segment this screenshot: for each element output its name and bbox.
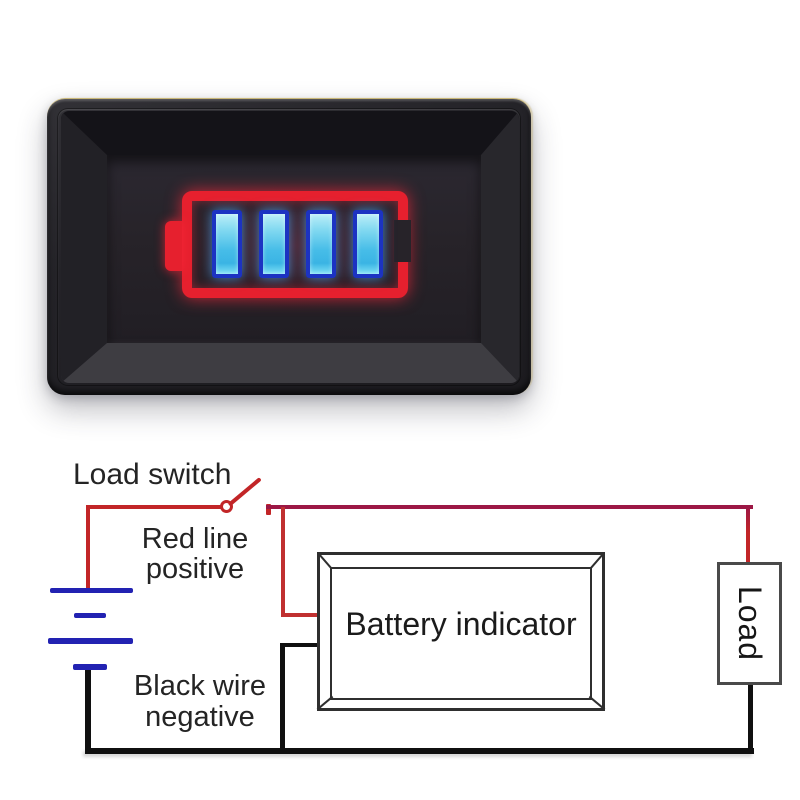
battery-indicator-label: Battery indicator [345, 606, 577, 642]
positive-wire-to-indicator-vertical [281, 507, 285, 617]
positive-wire-to-indicator-horizontal [281, 613, 319, 617]
load-box: Load [717, 562, 782, 685]
negative-wire-indicator-vertical [280, 645, 285, 752]
black-wire-label-line1: Black wire [133, 670, 267, 702]
battery-bar [259, 210, 289, 278]
black-wire-label-line2: negative [145, 701, 255, 733]
battery-indicator-box-inner [330, 567, 592, 700]
battery-level-bars [212, 210, 383, 278]
load-label: Load [732, 585, 768, 662]
battery-icon-right-gap [394, 220, 411, 262]
bezel-bevel [61, 111, 519, 383]
negative-wire-load-vertical [748, 684, 753, 752]
battery-plate-long-2 [48, 638, 133, 644]
red-line-positive-label: Red line positive [115, 524, 275, 584]
battery-terminal-icon [165, 221, 182, 271]
battery-plate-short-2 [73, 664, 107, 670]
positive-wire-top-horizontal [266, 505, 753, 509]
positive-wire-to-load [746, 507, 750, 564]
red-line-label-line1: Red line [141, 523, 249, 555]
load-switch-label: Load switch [73, 458, 232, 491]
positive-wire-left-horizontal [86, 505, 226, 509]
indicator-display [107, 155, 481, 343]
negative-wire-indicator-horizontal [280, 643, 320, 647]
positive-wire-left-vertical [86, 505, 90, 589]
battery-bar [306, 210, 336, 278]
battery-plate-short-1 [74, 613, 106, 618]
red-line-label-line2: positive [145, 553, 245, 585]
load-switch-lever-icon [227, 477, 262, 507]
black-wire-negative-label: Black wire negative [113, 671, 287, 733]
battery-bar [353, 210, 383, 278]
positive-wire-terminal-tick [266, 504, 271, 515]
battery-bar [212, 210, 242, 278]
negative-wire-bottom-horizontal [85, 748, 754, 754]
battery-plate-long-1 [50, 588, 133, 593]
negative-wire-battery-vertical [85, 668, 91, 753]
